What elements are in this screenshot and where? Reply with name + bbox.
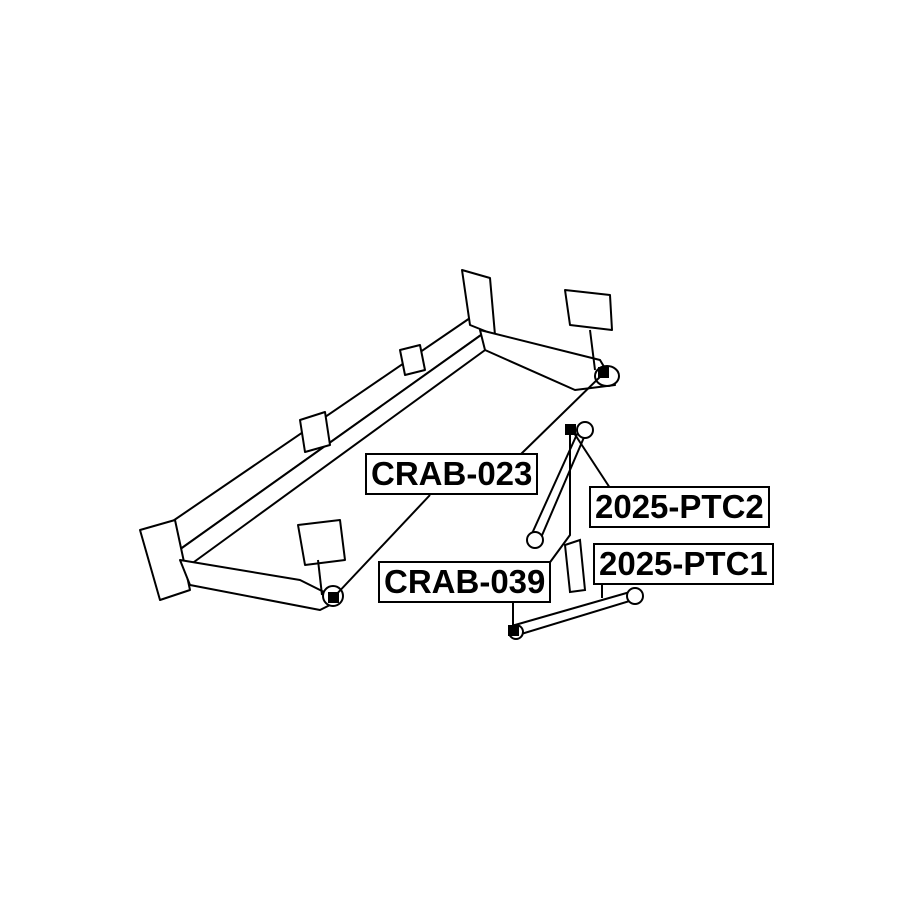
part-label-crab-039: CRAB-039 (378, 561, 552, 603)
rear-crossmember-frame (139, 269, 620, 611)
part-label-2025-ptc2: 2025-PTC2 (589, 486, 770, 528)
location-markers (328, 367, 609, 636)
part-label-2025-ptc1: 2025-PTC1 (593, 543, 774, 585)
leader-lines (332, 372, 611, 630)
part-label-crab-023: CRAB-023 (365, 453, 539, 495)
